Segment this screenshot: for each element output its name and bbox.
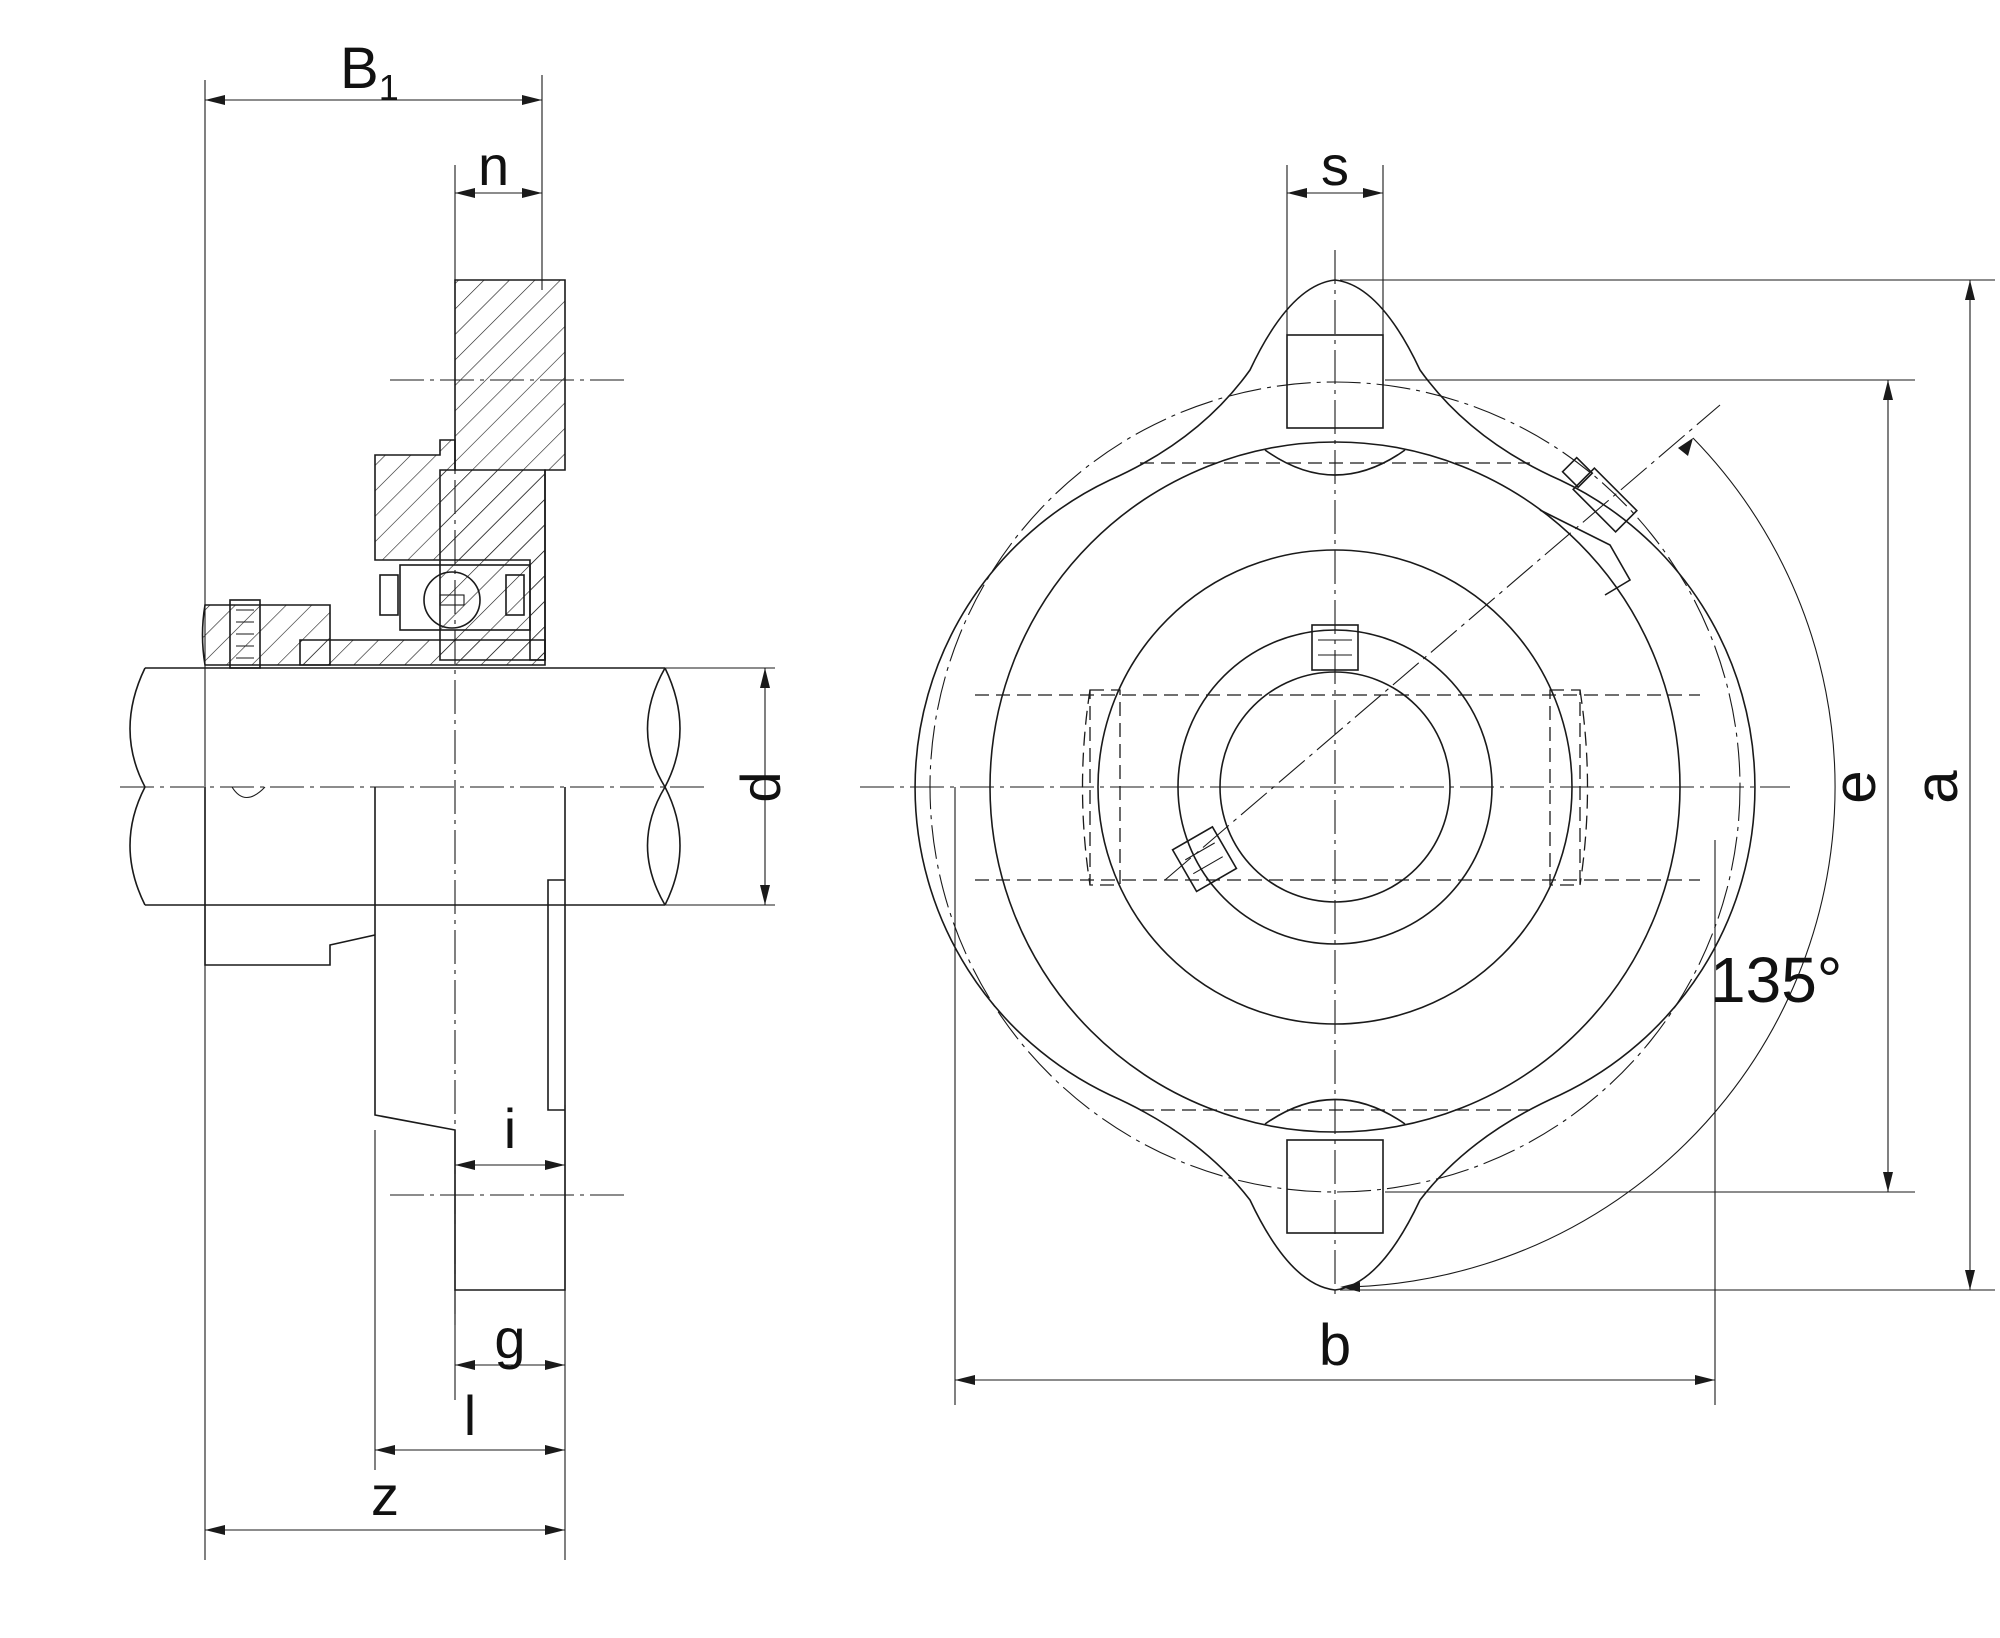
label-z: z [371, 1464, 399, 1527]
shaft [145, 667, 665, 906]
seal-left [379, 574, 399, 616]
bearing-ball [423, 571, 481, 629]
label-n: n [478, 134, 509, 197]
label-s: s [1321, 134, 1349, 197]
locking-collar-section [201, 604, 331, 666]
label-g: g [494, 1307, 525, 1370]
label-b: b [1319, 1313, 1351, 1378]
side-view: B1 n d i g l z [120, 36, 792, 1560]
label-a: a [1903, 770, 1970, 804]
grease-nipple [1561, 456, 1638, 533]
ball-cage [439, 594, 465, 606]
housing-lower-outline [204, 787, 566, 1291]
label-B1: B1 [340, 36, 399, 108]
set-screw-axis-line [1164, 404, 1721, 881]
label-angle-135: 135° [1710, 944, 1842, 1016]
flange-outline [914, 279, 1756, 1291]
housing-section [374, 439, 546, 661]
inner-ring-section [299, 639, 546, 666]
front-view: s e a b 135° [860, 134, 1995, 1405]
label-d: d [729, 771, 792, 802]
set-screw-angled [1171, 825, 1238, 893]
label-l: l [464, 1384, 476, 1447]
seal-right [505, 574, 525, 616]
angle-arc-135 [1344, 437, 1836, 1288]
label-i: i [504, 1097, 516, 1160]
label-e: e [1821, 770, 1888, 803]
bearing-race [399, 564, 531, 631]
